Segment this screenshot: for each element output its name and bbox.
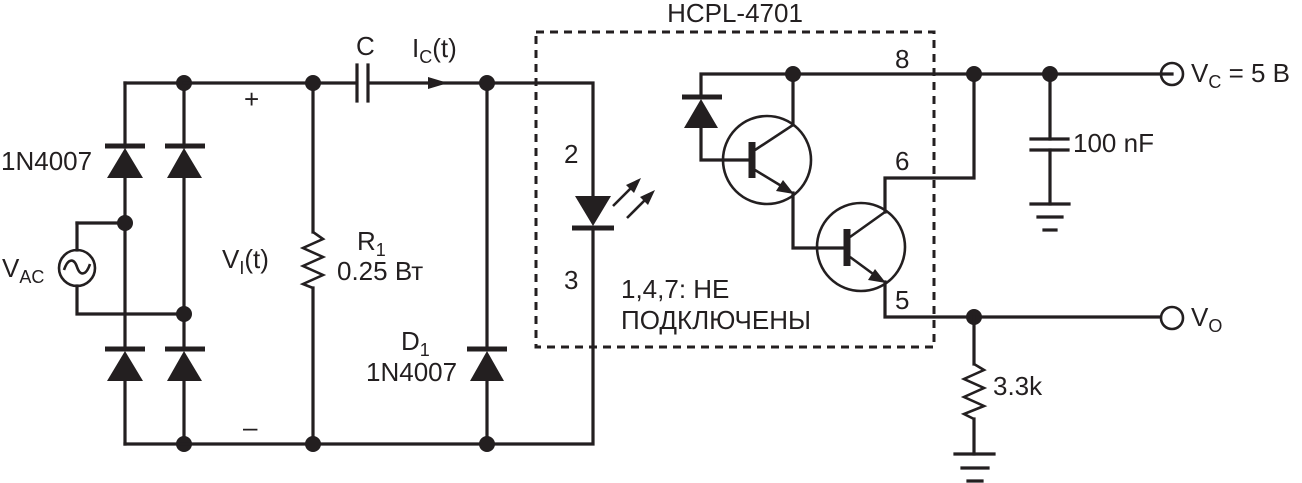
ac-source-icon — [57, 248, 97, 288]
plus-label: + — [244, 84, 259, 114]
pin-3: 3 — [564, 265, 578, 295]
junction-dot — [117, 215, 133, 231]
nc-note-line1: 1,4,7: НЕ — [621, 274, 729, 304]
d1-label: D1 — [401, 326, 430, 360]
diode-icon — [165, 346, 205, 381]
pin-2: 2 — [564, 139, 578, 169]
wire — [791, 191, 849, 250]
pin-8: 8 — [895, 44, 909, 74]
ground-icon — [953, 452, 996, 483]
diode-icon — [165, 143, 205, 178]
d1-value: 1N4007 — [366, 357, 457, 387]
r1-label: R1 — [357, 226, 386, 260]
junction-dot — [176, 306, 192, 322]
nc-note-line2: ПОДКЛЮЧЕНЫ — [621, 305, 811, 335]
bridge-rectifier — [57, 75, 205, 452]
pin-6: 6 — [895, 146, 909, 176]
capacitor-icon — [355, 63, 370, 103]
photodiode-icon — [682, 94, 722, 128]
resistor-icon — [299, 230, 327, 290]
wire-pin5 — [883, 280, 1162, 319]
junction-dot — [479, 75, 495, 91]
ic-label: IC(t) — [412, 33, 457, 67]
wire — [699, 126, 754, 162]
terminal-vo[interactable] — [1159, 305, 1185, 331]
capacitor-icon — [1029, 137, 1070, 152]
vi-label: VI(t) — [222, 244, 269, 278]
wire-pin6 — [883, 72, 976, 214]
transistor-icon — [721, 114, 813, 206]
cap-100nf-label: 100 nF — [1073, 128, 1154, 158]
pin-5: 5 — [895, 285, 909, 315]
junction-dot — [305, 436, 321, 452]
cap-label: C — [356, 31, 375, 61]
junction-dot — [966, 66, 982, 82]
optocoupler-box — [534, 30, 936, 349]
diode-icon — [467, 346, 507, 381]
diode-icon — [105, 346, 145, 381]
wire — [75, 284, 186, 316]
ic-title: HCPL-4701 — [667, 0, 803, 28]
vo-label: VO — [1191, 302, 1222, 336]
led-icon — [572, 178, 655, 231]
junction-dot — [305, 75, 321, 91]
junction-dot — [785, 66, 801, 82]
diode-icon — [105, 143, 145, 178]
minus-label: – — [243, 412, 258, 442]
terminal-vc[interactable] — [1159, 61, 1185, 87]
r1-value: 0.25 Вт — [337, 256, 423, 286]
r-load-label: 3.3k — [993, 371, 1043, 401]
wire-pin8 — [699, 72, 1174, 99]
transistor-icon — [815, 201, 907, 293]
junction-dot — [479, 436, 495, 452]
wire-bottom-rail — [123, 226, 595, 446]
bridge-diode-label: 1N4007 — [1, 146, 92, 176]
ground-icon — [1029, 202, 1071, 232]
wire-top-rail — [368, 81, 595, 197]
current-arrow-icon — [428, 77, 448, 89]
vc-label: VC = 5 В — [1191, 58, 1290, 92]
resistor-icon — [960, 362, 988, 421]
vac-label: VAC — [2, 253, 44, 287]
